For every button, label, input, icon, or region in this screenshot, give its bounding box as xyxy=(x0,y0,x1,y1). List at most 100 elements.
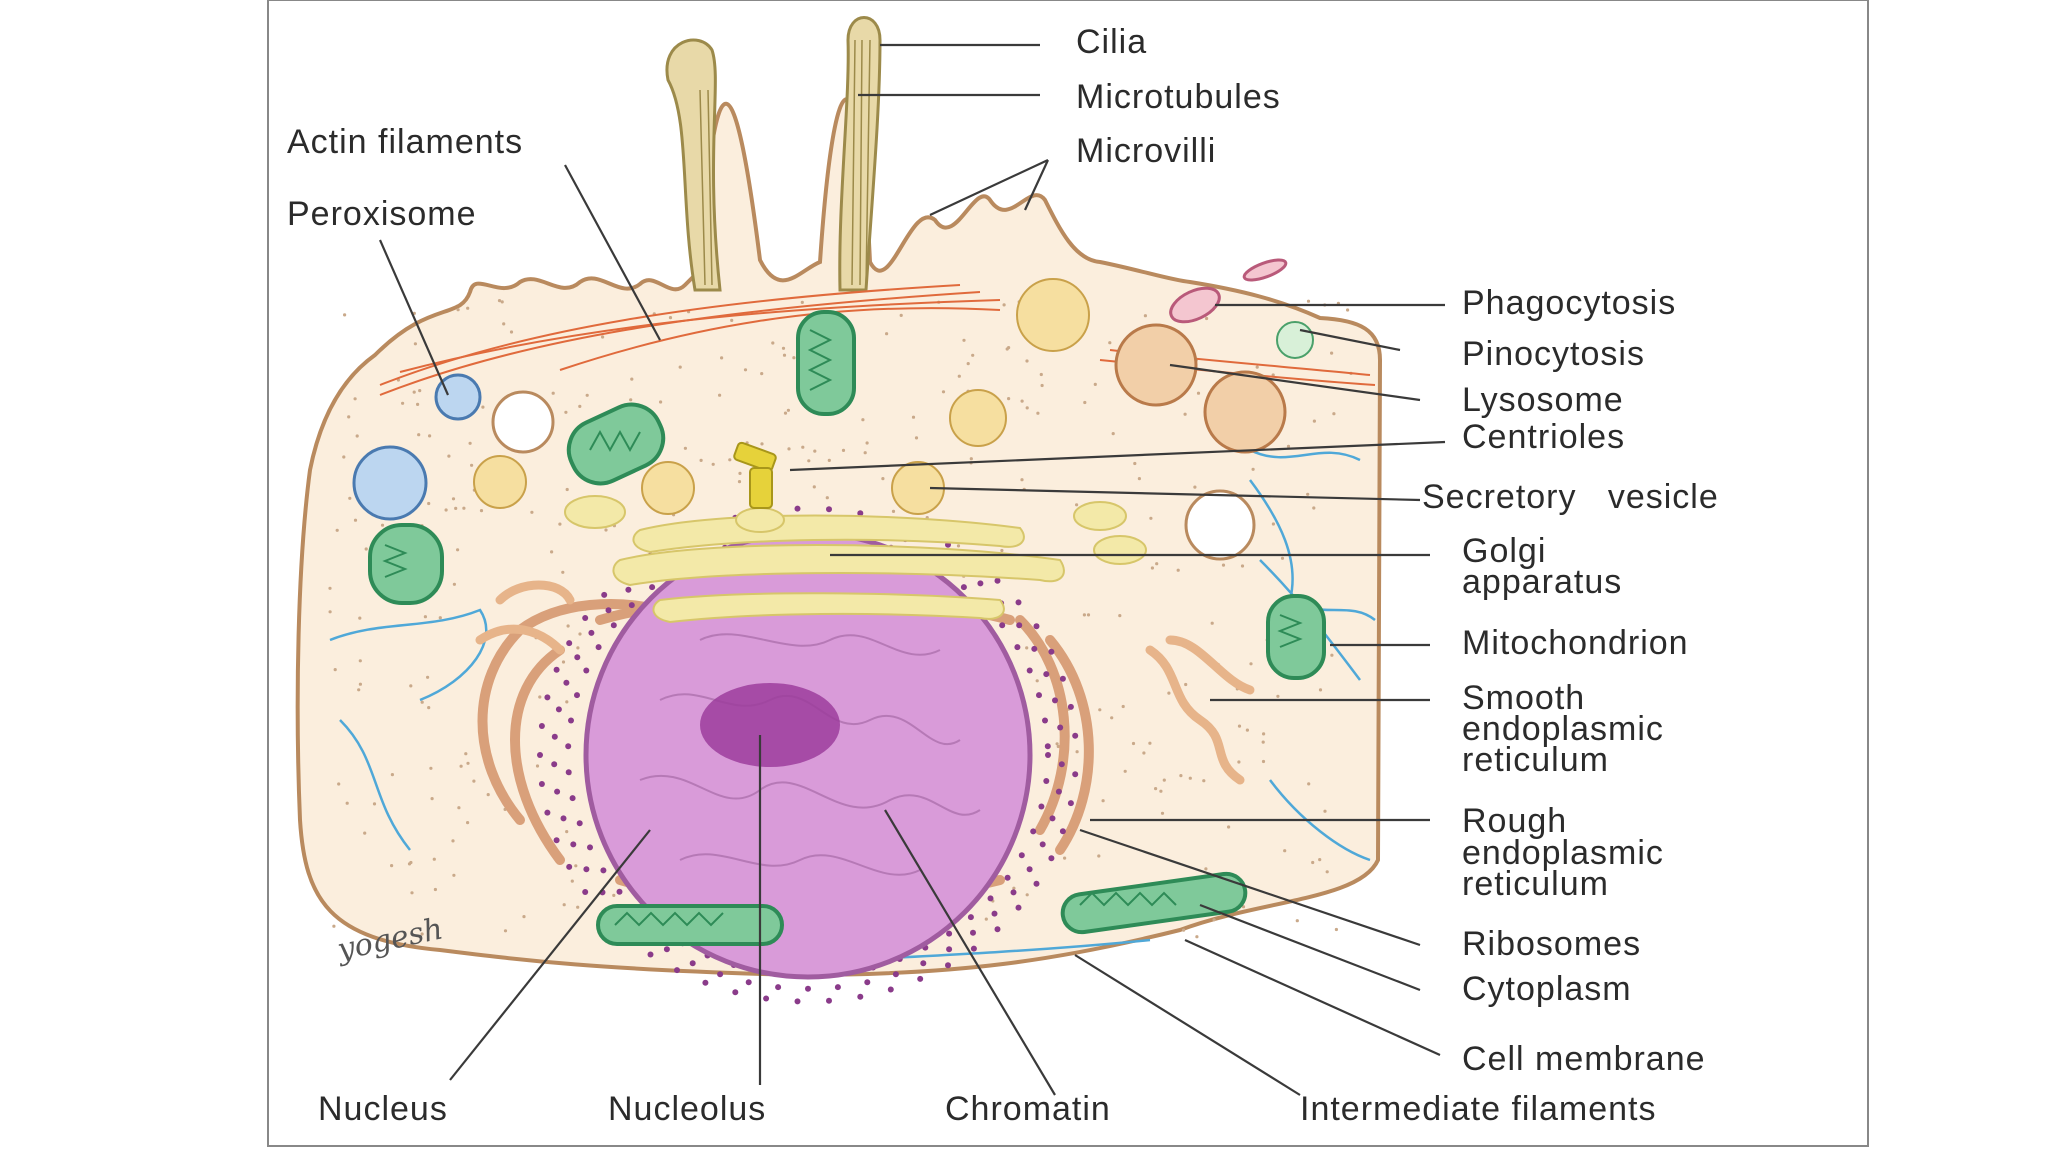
cytoplasm-granule xyxy=(678,365,682,369)
ribosome xyxy=(628,602,635,609)
cytoplasm-granule xyxy=(1093,382,1097,386)
cytoplasm-granule xyxy=(1039,372,1043,377)
cytoplasm-granule xyxy=(1025,406,1029,410)
cytoplasm-granule xyxy=(426,675,430,679)
cytoplasm-granule xyxy=(333,668,337,672)
cytoplasm-granule xyxy=(1143,314,1147,318)
ribosome xyxy=(689,960,696,967)
cytoplasm-granule xyxy=(1205,316,1209,321)
mitochondria-cristae xyxy=(382,329,1303,927)
cytoplasm-granule xyxy=(1101,799,1105,803)
cytoplasm-granule xyxy=(1167,691,1171,695)
cytoplasm-granule xyxy=(781,346,786,350)
cytoplasm-granule xyxy=(899,313,903,317)
cytoplasm-granule xyxy=(358,659,362,663)
cilia-shafts xyxy=(665,16,882,292)
ribosome xyxy=(763,995,770,1002)
cytoplasm-granule xyxy=(718,393,722,397)
cytoplasm-granule xyxy=(503,929,508,933)
secretory-vesicle-2 xyxy=(641,461,695,515)
ribosome xyxy=(587,844,593,851)
cytoplasm-granule xyxy=(1159,789,1163,793)
cytoplasm-granule xyxy=(1149,516,1153,520)
ribosome xyxy=(647,951,654,958)
cytoplasm-granule xyxy=(1111,432,1115,436)
cytoplasm-granule xyxy=(1346,308,1350,312)
cytoplasm-granule xyxy=(585,393,589,397)
ribosome xyxy=(1015,904,1022,911)
cytoplasm-granule xyxy=(423,615,427,619)
ribosome xyxy=(1057,724,1064,731)
cytoplasm-granule xyxy=(956,544,961,548)
ribosome xyxy=(1048,648,1055,655)
cytoplasm-granule xyxy=(962,338,966,342)
cytoplasm-granule xyxy=(1012,886,1016,890)
label-golgi-line1: Golgi xyxy=(1462,532,1546,570)
cytoplasm-granule xyxy=(353,518,358,522)
cytoplasm-granule xyxy=(813,449,817,453)
ribosome xyxy=(570,841,577,848)
cytoplasm-granule xyxy=(566,624,570,628)
cytoplasm-granule xyxy=(1318,858,1322,862)
label-secretory-vesicle: Secretory vesicle xyxy=(1422,478,1719,516)
label-chromatin: Chromatin xyxy=(945,1090,1111,1128)
ribosome xyxy=(970,945,977,952)
ribosome xyxy=(1033,623,1040,630)
cytoplasm-granule xyxy=(497,299,502,303)
ribosome xyxy=(560,815,567,822)
cytoplasm-granule xyxy=(565,487,569,492)
cytoplasm-granule xyxy=(737,480,742,484)
cytoplasm-granule xyxy=(711,462,715,466)
cytoplasm-granule xyxy=(738,471,742,475)
cytoplasm-granule xyxy=(1036,411,1040,415)
ribosome xyxy=(1044,743,1051,750)
ribosome xyxy=(977,580,984,587)
ribosome xyxy=(1049,815,1056,822)
cytoplasm-granule xyxy=(792,356,796,360)
ribosome xyxy=(582,615,589,621)
ribosome xyxy=(625,586,632,593)
ribosome xyxy=(600,867,607,874)
cytoplasm-granule xyxy=(699,458,703,462)
cytoplasm-granule xyxy=(353,397,357,401)
cytoplasm-granule xyxy=(452,582,456,586)
cytoplasm-granule xyxy=(1204,867,1208,871)
cytoplasm-granule xyxy=(730,318,734,322)
cytoplasm-granule xyxy=(1182,928,1186,932)
cytoplasm-granule xyxy=(807,459,811,463)
ribosome xyxy=(946,930,953,937)
cytoplasm-granule xyxy=(410,891,414,895)
ribosome xyxy=(892,971,899,978)
cytoplasm-granule xyxy=(412,390,416,394)
cytoplasm-granule xyxy=(1318,688,1323,692)
cytoplasm-granule xyxy=(401,401,405,405)
cytoplasm-granule xyxy=(1306,299,1311,303)
smooth-er xyxy=(475,580,1255,785)
cytoplasm-granule xyxy=(1097,854,1101,858)
cytoplasm-granule xyxy=(1306,492,1310,496)
cytoplasm-granule xyxy=(551,391,555,395)
cytoplasm-granule xyxy=(720,356,724,360)
cytoplasm-granule xyxy=(451,839,455,843)
ribosome xyxy=(1059,828,1066,835)
cytoplasm-granule xyxy=(1148,741,1152,745)
ribosome xyxy=(1058,761,1065,768)
cytoplasm-granule xyxy=(1193,485,1197,489)
cytoplasm-granule xyxy=(1196,391,1201,395)
cytoplasm-granule xyxy=(570,879,574,883)
cytoplasm-granule xyxy=(1056,744,1060,749)
cytoplasm-granule xyxy=(530,510,534,514)
cytoplasm-granule xyxy=(1055,742,1059,746)
ribosome xyxy=(805,985,811,992)
cytoplasm-granule xyxy=(668,316,673,320)
ribosome xyxy=(1059,675,1066,682)
cytoplasm-granule xyxy=(502,322,506,326)
ribosome xyxy=(732,989,739,996)
cytoplasm-granule xyxy=(1237,760,1241,764)
cytoplasm-granule xyxy=(1179,774,1183,778)
cytoplasm-granule xyxy=(1251,467,1255,471)
ribosome xyxy=(1004,874,1011,881)
cytoplasm-granule xyxy=(452,873,456,877)
cytoplasm-granule xyxy=(1188,776,1192,780)
